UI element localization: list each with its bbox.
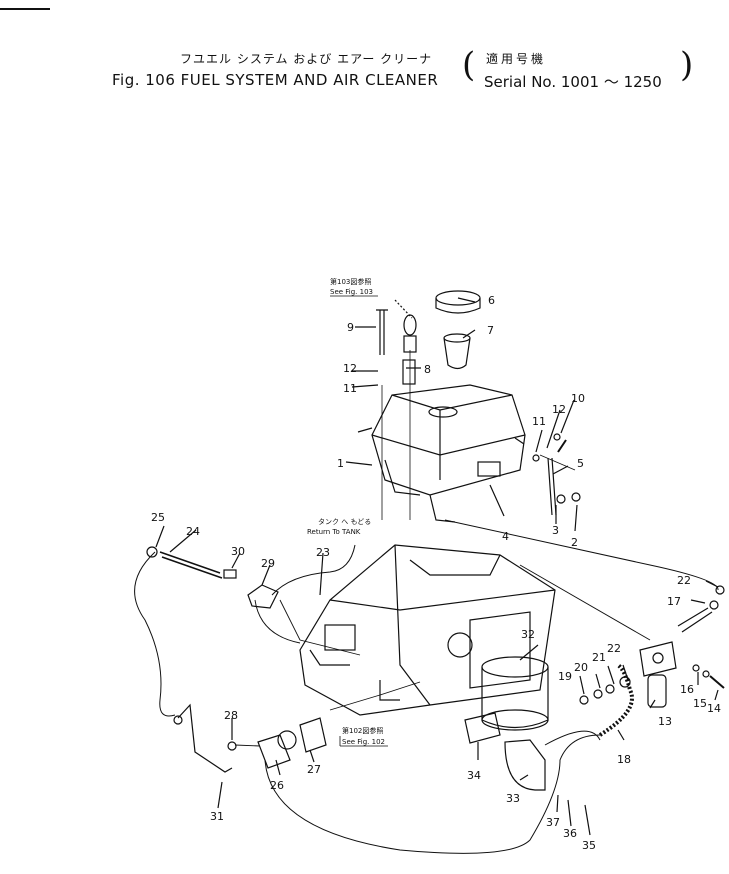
note-fig103-jp: 第103図参照: [330, 277, 371, 286]
right-paren: ): [680, 45, 694, 85]
callout-27: 27: [307, 763, 321, 776]
title-japanese: フユエル システム および エアー クリーナ: [180, 52, 433, 66]
callout-25: 25: [151, 511, 165, 524]
note-fig102-en: See Fig. 102: [342, 738, 385, 746]
reference-notes: 第103図参照 See Fig. 103 タンク へ もどる Return To…: [307, 277, 388, 747]
callout-20: 20: [574, 661, 588, 674]
callout-22b: 22: [677, 574, 691, 587]
callout-12a: 12: [343, 362, 357, 375]
top-rule: [0, 8, 50, 10]
callout-31: 31: [210, 810, 224, 823]
callout-8: 8: [424, 363, 431, 376]
callout-15: 15: [693, 697, 707, 710]
note-fig103-en: See Fig. 103: [330, 288, 373, 296]
callout-3: 3: [552, 524, 559, 537]
callout-1: 1: [337, 457, 344, 470]
callout-19: 19: [558, 670, 572, 683]
callout-21: 21: [592, 651, 606, 664]
fuel-strainer: [443, 337, 471, 370]
note-return-en: Return To TANK: [307, 528, 361, 536]
callout-6: 6: [488, 294, 495, 307]
callout-26: 26: [270, 779, 284, 792]
callout-36: 36: [563, 827, 577, 840]
title-english: Fig. 106 FUEL SYSTEM AND AIR CLEANER: [112, 71, 439, 89]
serial-range: Serial No. 1001 ～ 1250: [484, 73, 662, 91]
callout-16: 16: [680, 683, 694, 696]
fuel-tank: [357, 384, 526, 523]
callout-33: 33: [506, 792, 520, 805]
fuel-filter: [639, 641, 677, 708]
left-paren: (: [462, 45, 476, 85]
air-inlet-elbow: [504, 739, 546, 791]
callout-30: 30: [231, 545, 245, 558]
callout-35: 35: [582, 839, 596, 852]
callout-34: 34: [467, 769, 481, 782]
callout-10: 10: [571, 392, 585, 405]
callout-28: 28: [224, 709, 238, 722]
callout-2: 2: [571, 536, 578, 549]
feed-pump: [257, 734, 291, 769]
callout-labels: 1 2 3 4 5 6 7 8 9 10 11 11 12 12 13 14 1…: [151, 294, 721, 852]
callout-24: 24: [186, 525, 200, 538]
callout-37: 37: [546, 816, 560, 829]
callout-4: 4: [502, 530, 509, 543]
serial-label-japanese: 適用号機: [486, 52, 547, 66]
callout-5: 5: [577, 457, 584, 470]
callout-18: 18: [617, 753, 631, 766]
callout-14: 14: [707, 702, 721, 715]
engine-block: [299, 544, 556, 716]
callout-11a: 11: [343, 382, 357, 395]
callout-7: 7: [487, 324, 494, 337]
callout-13: 13: [658, 715, 672, 728]
callout-17: 17: [667, 595, 681, 608]
note-return-jp: タンク へ もどる: [318, 517, 371, 526]
callout-12b: 12: [552, 403, 566, 416]
air-cleaner: [481, 656, 549, 731]
callout-9: 9: [347, 321, 354, 334]
callout-11b: 11: [532, 415, 546, 428]
callout-22a: 22: [607, 642, 621, 655]
callout-32: 32: [521, 628, 535, 641]
callout-29: 29: [261, 557, 275, 570]
note-fig102-jp: 第102図参照: [342, 726, 383, 735]
tank-pipe: [402, 359, 416, 385]
callout-23: 23: [316, 546, 330, 559]
